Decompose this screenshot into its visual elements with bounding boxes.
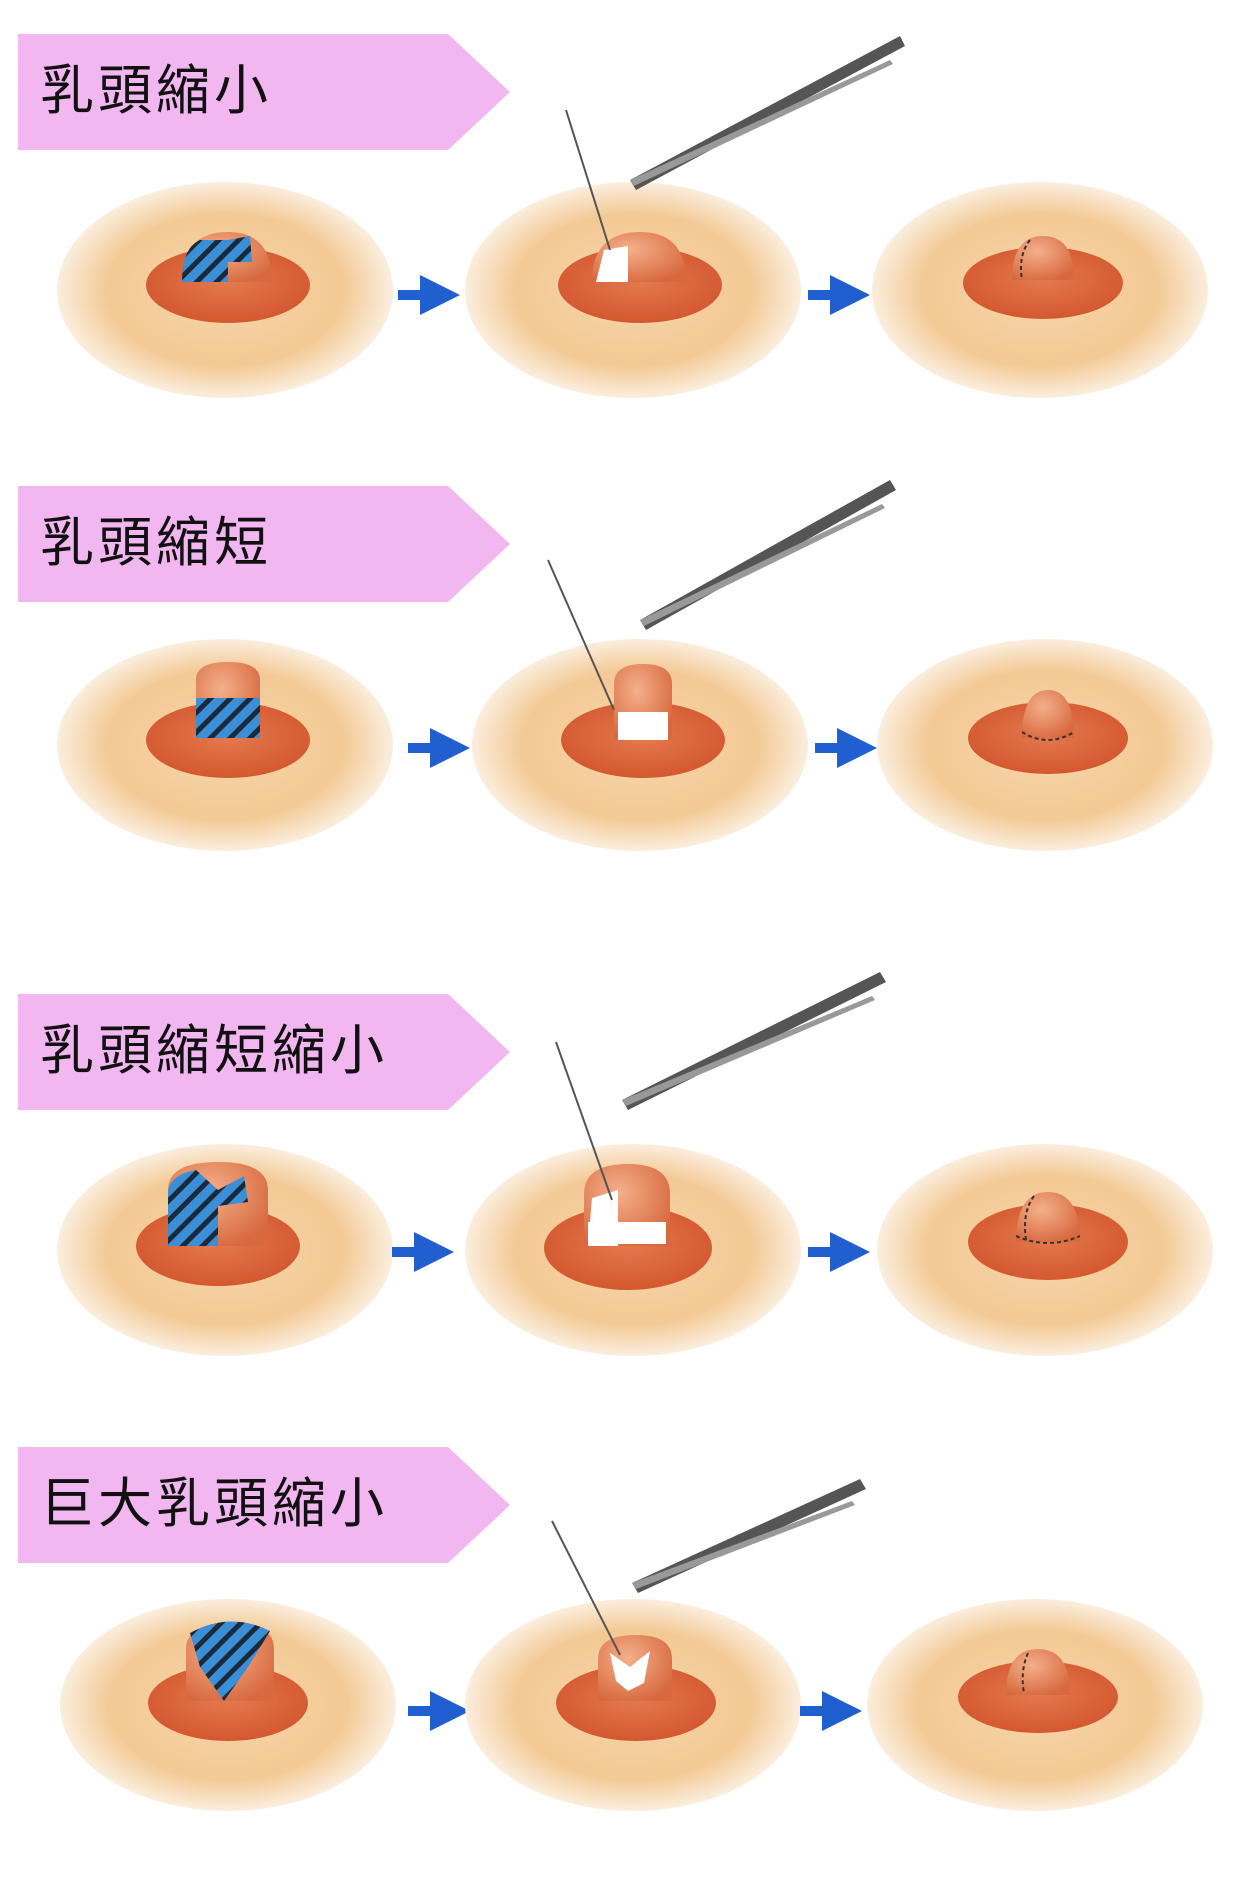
suture-thread	[547, 559, 615, 711]
suture-line	[1024, 1195, 1035, 1241]
before-stage	[57, 639, 393, 851]
section-title-banner: 巨大乳頭縮小	[18, 1447, 510, 1563]
surgery-stage	[465, 36, 905, 398]
section-title-banner: 乳頭縮小	[18, 34, 510, 150]
suture-thread	[565, 109, 611, 251]
excision-area	[196, 698, 260, 738]
before-stage	[57, 1144, 393, 1356]
section-nipple-shortening: 乳頭縮短	[0, 450, 1244, 900]
procedure-illustration	[57, 972, 1213, 1356]
suture-line	[1021, 731, 1075, 741]
section-title-banner: 乳頭縮短縮小	[18, 994, 510, 1110]
section-title: 乳頭縮小	[40, 59, 272, 122]
section-title: 乳頭縮短縮小	[40, 1019, 388, 1082]
section-title: 乳頭縮短	[40, 511, 272, 574]
before-stage	[60, 1599, 396, 1811]
after-stage	[877, 1144, 1213, 1356]
section-nipple-reduction: 乳頭縮小	[0, 0, 1244, 450]
after-stage	[877, 639, 1213, 851]
excision-area	[190, 1621, 270, 1701]
surgery-stage	[465, 1479, 866, 1811]
suture-line	[1021, 1652, 1029, 1694]
surgery-stage	[472, 480, 896, 851]
procedure-illustration	[57, 480, 1213, 851]
before-stage	[57, 182, 393, 398]
procedure-illustration	[57, 36, 1208, 398]
excision-area	[182, 240, 228, 282]
surgery-stage	[465, 972, 886, 1356]
after-stage	[867, 1599, 1203, 1811]
after-stage	[872, 182, 1208, 398]
section-title: 巨大乳頭縮小	[40, 1472, 388, 1535]
suture-thread	[555, 1041, 613, 1201]
suture-line	[1020, 239, 1031, 281]
suture-thread	[551, 1520, 621, 1656]
excision-area	[168, 1170, 218, 1246]
section-nipple-shortening-reduction: 乳頭縮短縮小	[0, 950, 1244, 1400]
section-title-banner: 乳頭縮短	[18, 486, 510, 602]
section-giant-nipple-reduction: 巨大乳頭縮小	[0, 1405, 1244, 1901]
procedure-illustration	[60, 1479, 1203, 1811]
